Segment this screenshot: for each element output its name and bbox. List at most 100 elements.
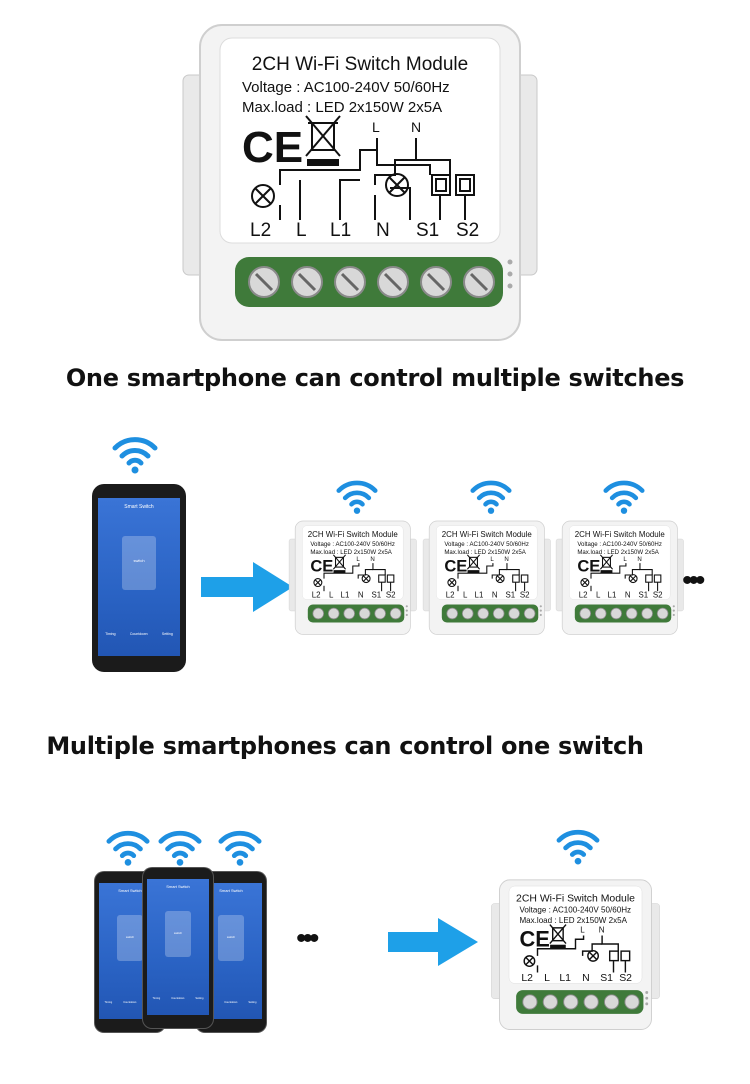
wire-label-n: N <box>370 556 374 563</box>
terminal-label: L1 <box>330 220 351 241</box>
terminal-label: L <box>463 591 468 600</box>
tab-countdown[interactable]: Countdown <box>224 1001 238 1004</box>
terminal-label: S2 <box>520 591 530 600</box>
terminal-label: S1 <box>600 973 613 984</box>
switch-label: switch <box>226 935 236 939</box>
tab-setting[interactable]: Setting <box>161 632 173 636</box>
wire-label-n: N <box>599 926 605 935</box>
terminal-label: S1 <box>372 591 382 600</box>
module-maxload: Max.load : LED 2x150W 2x5A <box>310 549 392 556</box>
module-title: 2CH Wi-Fi Switch Module <box>516 893 635 904</box>
tab-setting[interactable]: Setting <box>248 1001 257 1004</box>
weee-bin-icon <box>549 924 567 949</box>
switch-module: 2CH Wi-Fi Switch Module Voltage : AC100-… <box>491 879 660 1030</box>
switch-label: switch <box>173 931 183 935</box>
module-voltage: Voltage : AC100-240V 50/60Hz <box>577 541 662 548</box>
switch-card[interactable]: switch <box>218 915 244 961</box>
terminal-label: L2 <box>521 973 533 984</box>
wifi-icon <box>336 480 378 514</box>
switch-card[interactable]: switch <box>122 536 156 590</box>
arrow-right-icon <box>388 918 478 966</box>
ce-mark-icon: CE <box>577 556 600 575</box>
terminal-label: L <box>544 973 550 984</box>
terminal-label: S2 <box>653 591 663 600</box>
switch-module-small: 2CH Wi-Fi Switch Module Voltage : AC100-… <box>288 512 418 641</box>
wire-label-l: L <box>490 556 494 563</box>
wire-label-l: L <box>580 926 585 935</box>
terminal-label: S1 <box>639 591 649 600</box>
app-title: Smart Switch <box>219 888 243 893</box>
terminal-label: L2 <box>579 591 588 600</box>
wifi-icon <box>106 830 150 866</box>
tab-countdown[interactable]: Countdown <box>123 1001 137 1004</box>
wire-label-l: L <box>356 556 360 563</box>
terminal-label: N <box>376 220 390 241</box>
terminal-label: S1 <box>416 220 439 241</box>
heading-many-phones-one-switch: Multiple smartphones can control one swi… <box>46 732 644 760</box>
module-title: 2CH Wi-Fi Switch Module <box>575 530 666 539</box>
tab-timing[interactable]: Timing <box>105 632 116 636</box>
module-voltage: Voltage : AC100-240V 50/60Hz <box>519 906 631 915</box>
weee-bin-icon <box>332 554 347 574</box>
wire-label-n: N <box>411 119 421 135</box>
wifi-icon <box>112 437 158 474</box>
switch-label: switch <box>125 935 135 939</box>
more-indicator: ••• <box>296 922 319 955</box>
lamp-icon <box>385 173 409 197</box>
tab-timing[interactable]: Timing <box>104 1001 113 1004</box>
wire-label-n: N <box>504 556 508 563</box>
app-title: Smart Switch <box>166 884 190 889</box>
weee-bin-icon <box>599 554 614 574</box>
switch-module-small: 2CH Wi-Fi Switch Module Voltage : AC100-… <box>555 512 685 641</box>
switch-card[interactable]: switch <box>165 911 191 957</box>
module-voltage: Voltage : AC100-240V 50/60Hz <box>242 79 450 96</box>
terminal-label: L1 <box>341 591 350 600</box>
tab-setting[interactable]: Setting <box>195 997 204 1000</box>
module-maxload: Max.load : LED 2x150W 2x5A <box>242 99 442 116</box>
ce-mark-icon: CE <box>242 123 303 172</box>
lamp-icon <box>251 184 275 208</box>
terminal-label: S1 <box>506 591 516 600</box>
tab-countdown[interactable]: Countdown <box>171 997 185 1000</box>
tab-countdown[interactable]: Countdown <box>129 632 148 636</box>
wifi-icon <box>556 829 600 865</box>
terminal-label: N <box>358 591 364 600</box>
terminal-label: L2 <box>312 591 321 600</box>
wire-label-l: L <box>372 119 380 135</box>
wire-label-n: N <box>637 556 641 563</box>
more-indicator: ••• <box>682 564 705 597</box>
module-maxload: Max.load : LED 2x150W 2x5A <box>444 549 526 556</box>
terminal-label: L <box>596 591 601 600</box>
terminal-label: S2 <box>619 973 632 984</box>
ce-mark-icon: CE <box>310 556 333 575</box>
arrow-right-icon <box>201 562 293 612</box>
module-maxload: Max.load : LED 2x150W 2x5A <box>519 916 627 925</box>
wire-label-l: L <box>623 556 627 563</box>
switch-module: 2CH Wi-Fi Switch Module Voltage : AC100-… <box>422 520 551 635</box>
switch-label: switch <box>133 558 145 563</box>
terminal-label: L1 <box>608 591 617 600</box>
smartphone: Smart Switch switch Timing Countdown Set… <box>92 484 186 672</box>
module-voltage: Voltage : AC100-240V 50/60Hz <box>444 541 529 548</box>
switch-module: 2CH Wi-Fi Switch Module Voltage : AC100-… <box>288 520 417 635</box>
wifi-icon <box>218 830 262 866</box>
module-voltage: Voltage : AC100-240V 50/60Hz <box>310 541 395 548</box>
terminal-label: L1 <box>475 591 484 600</box>
tab-timing[interactable]: Timing <box>152 997 161 1000</box>
wifi-icon <box>158 830 202 866</box>
terminal-label: S2 <box>456 220 479 241</box>
terminal-label: L1 <box>559 973 571 984</box>
module-title: 2CH Wi-Fi Switch Module <box>308 530 399 539</box>
terminal-label: L <box>329 591 334 600</box>
module-title: 2CH Wi-Fi Switch Module <box>442 530 533 539</box>
module-maxload: Max.load : LED 2x150W 2x5A <box>577 549 659 556</box>
phone-screen[interactable]: Smart Switch switch Timing Countdown Set… <box>147 879 209 1015</box>
wifi-icon <box>470 480 512 514</box>
switch-card[interactable]: switch <box>117 915 143 961</box>
phone-screen[interactable]: Smart Switch switch Timing Countdown Set… <box>98 498 180 656</box>
terminal-label: N <box>582 973 590 984</box>
ce-mark-icon: CE <box>519 926 549 951</box>
terminal-label: N <box>492 591 498 600</box>
wiring-diagram: L N <box>251 119 475 220</box>
wifi-icon <box>603 480 645 514</box>
